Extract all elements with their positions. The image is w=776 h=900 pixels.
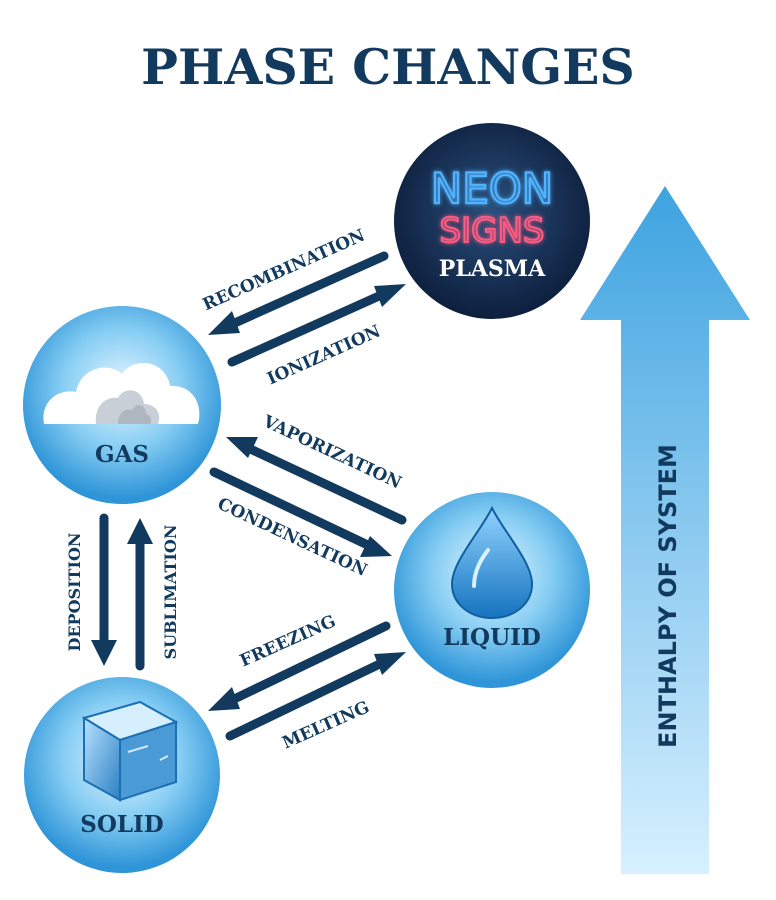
sublimation-label: SUBLIMATION: [161, 525, 180, 660]
water-drop-icon: [450, 505, 534, 620]
solid-state: SOLID: [24, 677, 220, 873]
deposition-label: DEPOSITION: [65, 532, 84, 651]
enthalpy-arrow: [580, 186, 750, 874]
freezing-arrow: [208, 621, 391, 711]
plasma-state: NEON SIGNS PLASMA: [394, 123, 590, 319]
enthalpy-label: ENTHALPY OF SYSTEM: [654, 444, 682, 748]
gas-label: GAS: [95, 441, 149, 468]
recombination-arrow: [208, 251, 389, 335]
neon-sign-line2: SIGNS: [440, 211, 545, 251]
vaporization-label: VAPORIZATION: [259, 411, 405, 493]
ionization-arrow: [227, 284, 406, 367]
deposition-arrow: [91, 513, 117, 666]
plasma-circle: [394, 123, 590, 319]
gas-state: GAS: [23, 306, 221, 504]
vaporization-arrow: [226, 437, 407, 525]
cloud-icon: [43, 362, 200, 424]
liquid-label: LIQUID: [443, 624, 541, 651]
page-title: PHASE CHANGES: [141, 38, 635, 96]
plasma-label: PLASMA: [439, 256, 546, 282]
liquid-state: LIQUID: [394, 492, 590, 688]
solid-label: SOLID: [80, 811, 164, 838]
neon-sign-line1: NEON: [431, 164, 553, 213]
sublimation-arrow: [127, 518, 153, 671]
ionization-label: IONIZATION: [264, 322, 383, 390]
condensation-arrow: [209, 467, 392, 557]
freezing-label: FREEZING: [237, 611, 339, 671]
ice-cube-icon: [81, 700, 179, 802]
melting-arrow: [225, 652, 406, 741]
